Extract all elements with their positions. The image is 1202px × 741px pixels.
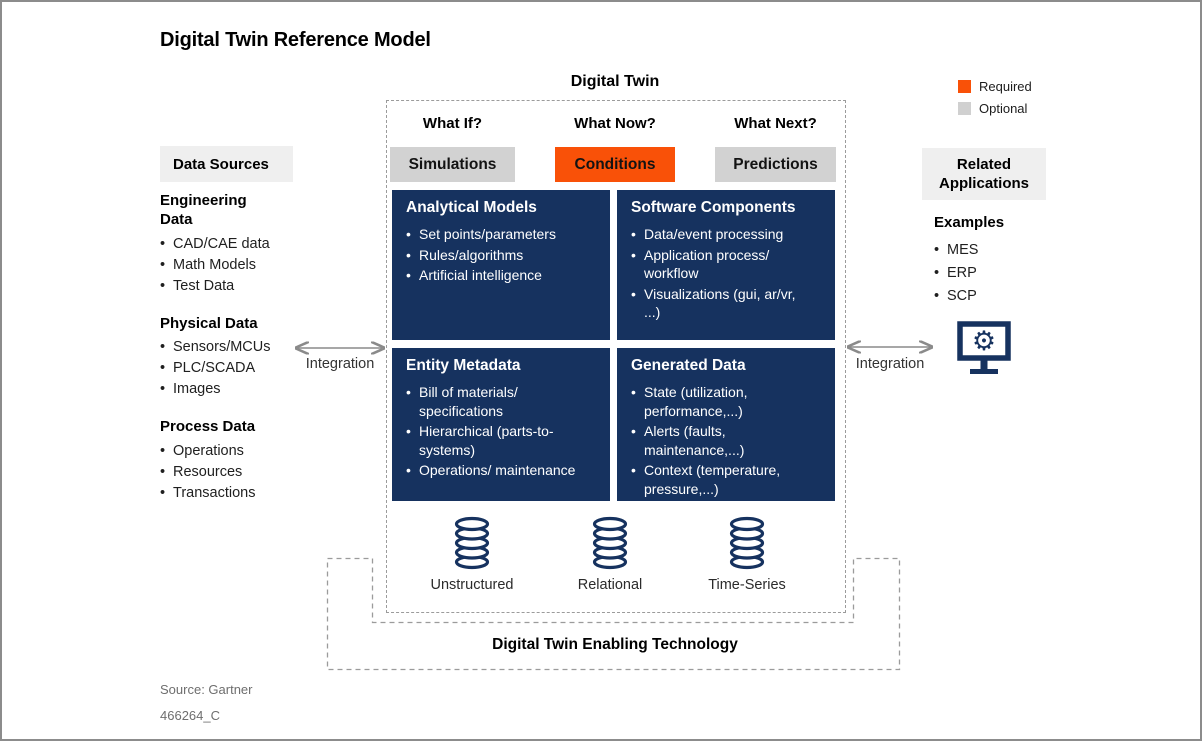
- list-item: Data/event processing: [631, 225, 808, 244]
- engineering-data-section: Engineering Data CAD/CAE data Math Model…: [160, 192, 318, 296]
- database-icon: [454, 516, 490, 570]
- list-item: Bill of materials/ specifications: [406, 383, 583, 420]
- list-item: Context (temperature, pressure,...): [631, 461, 808, 498]
- legend-required-label: Required: [979, 79, 1032, 94]
- question-what-if: What If?: [422, 115, 483, 132]
- integration-label-right: Integration: [855, 356, 925, 372]
- physical-data-title: Physical Data: [160, 314, 258, 332]
- list-item: Operations: [160, 441, 318, 461]
- analytical-models-title: Analytical Models: [406, 199, 537, 216]
- conditions-chip: Conditions: [555, 147, 675, 182]
- process-data-title: Process Data: [160, 418, 256, 436]
- examples-list: MES ERP SCP: [934, 241, 1044, 310]
- list-item: Math Models: [160, 255, 318, 275]
- database-icon: [729, 516, 765, 570]
- list-item: Operations/ maintenance: [406, 461, 583, 480]
- db-label-time-series: Time-Series: [708, 577, 786, 593]
- list-item: Set points/parameters: [406, 225, 583, 244]
- integration-label-left: Integration: [305, 356, 375, 372]
- list-item: CAD/CAE data: [160, 234, 318, 254]
- list-item: Transactions: [160, 483, 318, 503]
- source-note: Source: Gartner: [160, 682, 253, 697]
- process-data-section: Process Data Operations Resources Transa…: [160, 418, 318, 503]
- analytical-models-box: Analytical Models Set points/parameters …: [392, 190, 610, 340]
- optional-color-swatch: [958, 102, 971, 115]
- generated-data-box: Generated Data State (utilization, perfo…: [617, 348, 835, 501]
- simulations-chip: Simulations: [390, 147, 515, 182]
- list-item: Alerts (faults, maintenance,...): [631, 422, 808, 459]
- svg-text:⚙: ⚙: [972, 326, 996, 357]
- question-what-next: What Next?: [734, 115, 817, 132]
- software-components-box: Software Components Data/event processin…: [617, 190, 835, 340]
- list-item: State (utilization, performance,...): [631, 383, 808, 420]
- question-what-now: What Now?: [574, 115, 656, 132]
- list-item: Artificial intelligence: [406, 266, 583, 285]
- software-components-title: Software Components: [631, 199, 796, 216]
- required-color-swatch: [958, 80, 971, 93]
- examples-title: Examples: [934, 214, 1005, 231]
- entity-metadata-box: Entity Metadata Bill of materials/ speci…: [392, 348, 610, 501]
- list-item: Visualizations (gui, ar/vr, ...): [631, 285, 808, 322]
- list-item: Rules/algorithms: [406, 246, 583, 265]
- enabling-technology-title: Digital Twin Enabling Technology: [492, 636, 738, 653]
- related-applications-header: Related Applications: [922, 148, 1046, 200]
- list-item: Sensors/MCUs: [160, 337, 318, 357]
- list-item: Test Data: [160, 276, 318, 296]
- document-id: 466264_C: [160, 708, 220, 723]
- list-item: ERP: [934, 264, 1044, 283]
- digital-twin-dashed-frame: [386, 100, 846, 613]
- predictions-chip: Predictions: [715, 147, 836, 182]
- list-item: Resources: [160, 462, 318, 482]
- list-item: MES: [934, 241, 1044, 260]
- entity-metadata-title: Entity Metadata: [406, 357, 521, 374]
- data-sources-header: Data Sources: [160, 146, 293, 182]
- application-monitor-gear-icon: ⚙: [957, 321, 1011, 374]
- legend-required: Required: [958, 79, 1032, 94]
- page-title: Digital Twin Reference Model: [160, 29, 431, 51]
- data-sources-panel: Engineering Data CAD/CAE data Math Model…: [160, 192, 318, 522]
- list-item: Application process/ workflow: [631, 246, 808, 283]
- legend-optional: Optional: [958, 101, 1027, 116]
- database-icon: [592, 516, 628, 570]
- physical-data-section: Physical Data Sensors/MCUs PLC/SCADA Ima…: [160, 315, 318, 400]
- legend-optional-label: Optional: [979, 101, 1028, 116]
- generated-data-title: Generated Data: [631, 357, 746, 374]
- list-item: Images: [160, 379, 318, 399]
- list-item: PLC/SCADA: [160, 358, 318, 378]
- db-label-relational: Relational: [577, 577, 643, 593]
- digital-twin-title: Digital Twin: [570, 73, 660, 90]
- list-item: Hierarchical (parts-to-systems): [406, 422, 583, 459]
- list-item: SCP: [934, 287, 1044, 306]
- db-label-unstructured: Unstructured: [430, 577, 514, 593]
- engineering-data-title: Engineering Data: [160, 192, 247, 228]
